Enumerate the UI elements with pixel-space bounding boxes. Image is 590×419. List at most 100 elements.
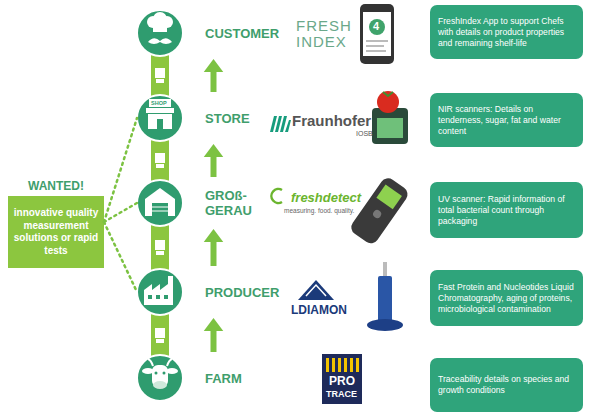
uv-scanner-illustration <box>348 175 410 246</box>
chromatography-device <box>367 262 403 331</box>
stage-node: PRODUCER <box>137 269 290 315</box>
box-text: Fast Protein and Nucleotides Liquid Chro… <box>438 282 575 315</box>
wanted-box-text: innovative quality measurement solutions… <box>8 196 104 268</box>
shop-sign-text: SHOP <box>151 100 167 106</box>
info-box: UV scanner: Rapid information of total b… <box>430 182 583 238</box>
stage-circles <box>137 10 183 401</box>
arrow-shaft <box>211 241 217 266</box>
arrow-head <box>204 229 224 242</box>
protrace-logo <box>322 354 362 404</box>
arrow-head <box>204 318 224 331</box>
stage-circle <box>137 269 183 315</box>
box-text: FreshIndex App to support Chefs with det… <box>438 16 575 49</box>
screen-line <box>366 45 384 47</box>
phone-illustration <box>360 4 394 64</box>
box-text: NIR scanners: Details on tenderness, sug… <box>438 104 575 137</box>
stage-label: STORE <box>205 111 290 126</box>
shop-door <box>157 119 163 129</box>
stage-label: FARM <box>205 371 290 386</box>
stage-circle <box>137 180 183 226</box>
scanner-body <box>372 108 408 144</box>
dotted-line <box>104 203 137 222</box>
device-base <box>367 319 403 331</box>
logo-text: TRACE <box>326 389 357 399</box>
freshness-score: 4 <box>373 20 379 32</box>
dotted-link <box>104 222 137 292</box>
factory-window <box>148 295 152 299</box>
phone-screen <box>363 12 391 56</box>
factory-icon <box>144 276 173 305</box>
box-text: UV scanner: Rapid information of total b… <box>438 194 575 227</box>
logo-arc <box>271 189 282 203</box>
scanner-screen <box>377 118 403 138</box>
logo-bar <box>356 358 359 372</box>
truck-icon <box>155 240 165 255</box>
stage-node: GROß-GERAU <box>137 180 290 226</box>
screen-line <box>366 50 386 52</box>
warehouse-door <box>152 203 168 216</box>
logo-text: Fraunhofer <box>292 112 371 129</box>
info-box: FreshIndex App to support Chefs with det… <box>430 5 583 59</box>
truck-icon <box>155 68 165 83</box>
logo-tagline: measuring. food. quality. <box>284 207 354 214</box>
factory-window <box>164 295 168 299</box>
arrow-head <box>204 59 224 72</box>
nir-scanner-illustration <box>372 91 408 144</box>
info-box: Fast Protein and Nucleotides Liquid Chro… <box>430 270 583 326</box>
flow-arrow <box>204 229 224 266</box>
dotted-line <box>104 118 137 222</box>
chef-hat <box>153 22 167 32</box>
logo-bar <box>326 358 329 372</box>
scanner-body <box>348 175 410 246</box>
shop-body <box>148 114 172 129</box>
truck-icon <box>155 328 165 343</box>
stage-node: FARM <box>137 355 290 401</box>
phone-body <box>360 4 394 64</box>
logo-block <box>322 354 362 404</box>
arrow-head <box>204 144 224 157</box>
tomato <box>377 91 399 113</box>
flow-arrow <box>204 318 224 352</box>
dotted-line <box>104 222 137 292</box>
logo-stripe <box>306 285 326 296</box>
supply-chain-bar <box>151 33 169 378</box>
stage-label: PRODUCER <box>205 285 290 300</box>
factory-body <box>144 276 173 305</box>
shop-sign <box>149 99 171 107</box>
tomato-leaf <box>383 92 393 96</box>
cow-eye <box>163 372 166 375</box>
device-tip <box>383 262 387 278</box>
dotted-link <box>104 118 137 222</box>
info-box: Traceability details on species and grow… <box>430 358 583 412</box>
truck-icon <box>155 153 165 168</box>
device-body <box>378 276 392 322</box>
logo-bar <box>350 358 353 372</box>
arrow-shaft <box>211 330 217 352</box>
logo-bar <box>332 358 335 372</box>
ldiamon-logo <box>298 280 334 300</box>
warehouse-body <box>145 188 175 216</box>
dotted-link <box>104 203 137 222</box>
cow-eye <box>155 372 158 375</box>
factory-window <box>156 295 160 299</box>
wanted-heading: WANTED! <box>8 176 104 196</box>
stage-label: CUSTOMER <box>205 26 290 41</box>
shop-awning <box>146 108 174 113</box>
flow-arrow <box>204 144 224 177</box>
box-text: Traceability details on species and grow… <box>438 374 575 396</box>
warehouse-lines <box>152 207 168 211</box>
logo-bar <box>344 358 347 372</box>
freshdetect-logo <box>271 189 282 203</box>
chef-icon <box>147 12 173 44</box>
shop-icon <box>146 99 174 129</box>
flow-arrow <box>204 59 224 92</box>
logo-text: LDIAMON <box>291 303 347 317</box>
info-box: NIR scanners: Details on tenderness, sug… <box>430 93 583 147</box>
arrow-shaft <box>211 156 217 177</box>
cow-snout <box>153 381 167 389</box>
stage-node: CUSTOMER <box>137 10 290 56</box>
logo-text: FRESH INDEX <box>296 18 356 50</box>
